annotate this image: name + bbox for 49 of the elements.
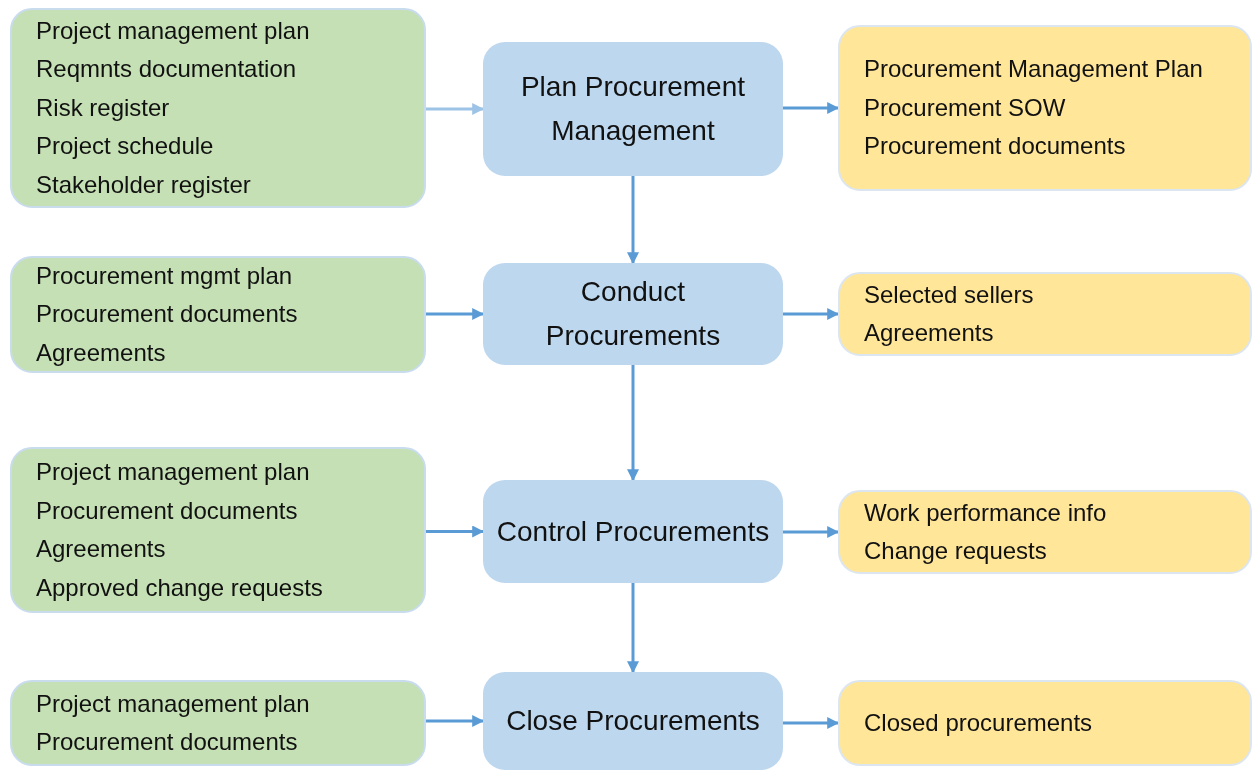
input-item: Project management plan (36, 15, 311, 46)
input-item: Risk register (36, 92, 171, 123)
input-box (10, 256, 426, 373)
output-box (838, 680, 1252, 766)
input-item: Agreements (36, 534, 167, 564)
arrow (426, 715, 485, 727)
input-item: Procurement documents (36, 495, 299, 526)
input-box (10, 680, 426, 766)
process-box (483, 480, 783, 583)
input-box (10, 447, 426, 613)
arrow (627, 583, 639, 674)
arrow (627, 365, 639, 482)
output-item: Agreements (864, 318, 995, 348)
output-item: Selected sellers (864, 279, 1035, 310)
process-box (483, 263, 783, 365)
arrow (783, 102, 840, 114)
arrow (426, 525, 485, 538)
arrow (783, 526, 840, 538)
input-item: Procurement documents (36, 299, 299, 330)
arrow (783, 308, 840, 320)
process-name: Control Procurements (496, 514, 770, 549)
input-item: Stakeholder register (36, 169, 252, 200)
process-name: Plan Procurement Management (519, 70, 747, 148)
output-item: Change requests (864, 536, 1048, 566)
input-item: Agreements (36, 337, 167, 368)
output-item: Procurement SOW (864, 92, 1067, 123)
output-box (838, 490, 1252, 574)
arrow (426, 103, 485, 115)
input-item: Project schedule (36, 131, 215, 162)
output-item: Work performance info (864, 497, 1108, 528)
process-box (483, 672, 783, 770)
output-box (838, 272, 1252, 356)
arrow (783, 717, 840, 729)
process-name: Conduct Procurements (544, 275, 722, 353)
input-item: Approved change requests (36, 572, 324, 603)
output-item: Closed procurements (864, 707, 1094, 738)
input-item: Project management plan (36, 457, 311, 487)
input-box (10, 8, 426, 208)
input-item: Procurement mgmt plan (36, 260, 294, 291)
input-item: Reqmnts documentation (36, 54, 298, 85)
arrow (426, 308, 485, 320)
output-item: Procurement documents (864, 131, 1127, 162)
output-box (838, 25, 1252, 191)
input-item: Procurement documents (36, 727, 299, 757)
process-name: Close Procurements (506, 704, 760, 738)
input-item: Project management plan (36, 688, 311, 719)
output-item: Procurement Management Plan (864, 54, 1204, 85)
arrow (627, 176, 639, 265)
process-box (483, 42, 783, 176)
